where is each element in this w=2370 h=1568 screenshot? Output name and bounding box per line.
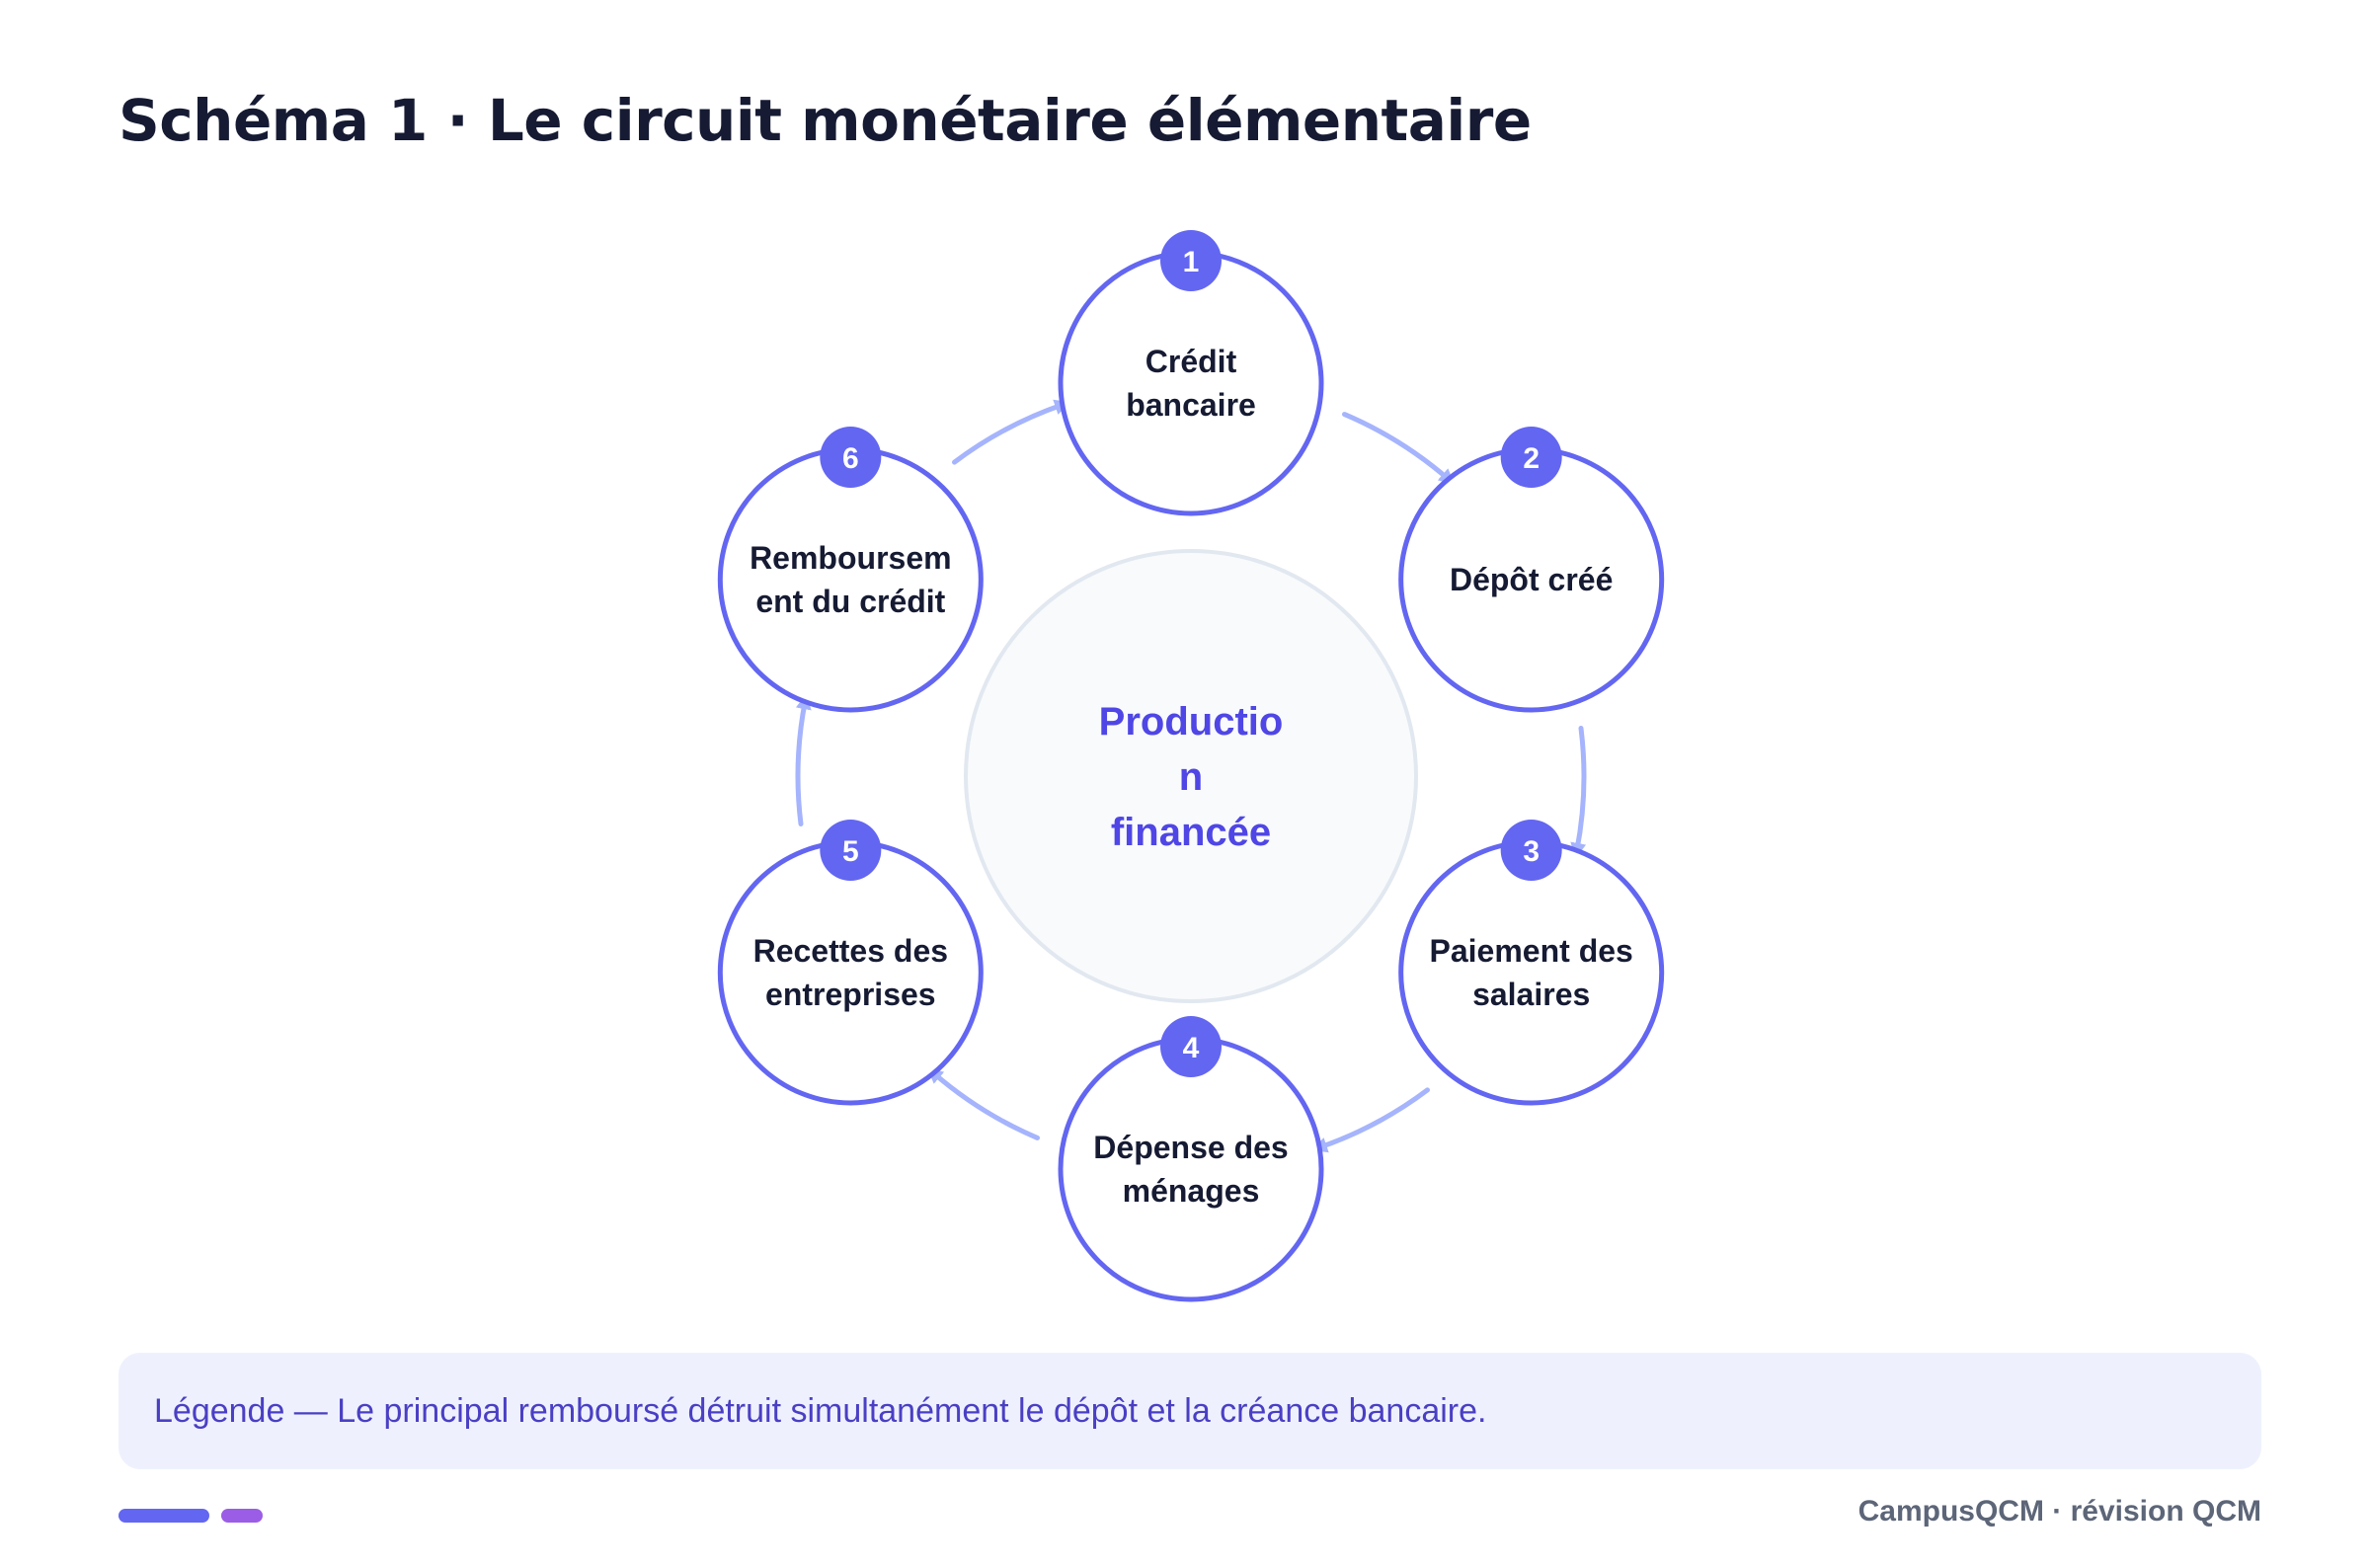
center-label: Productio n financée [1099, 700, 1284, 854]
cycle-arrow [795, 693, 812, 826]
step-label-line: ent du crédit [755, 584, 945, 619]
step-number: 6 [842, 442, 859, 475]
step-label: Crédit bancaire [1126, 344, 1256, 423]
step-circle [717, 839, 984, 1106]
step-number-badge [1160, 230, 1222, 291]
legend-box: Légende — Le principal remboursé détruit… [118, 1353, 2261, 1469]
center-label-line: n [1179, 755, 1203, 799]
step-number-badge [1500, 427, 1562, 488]
cycle-arrow [1570, 726, 1587, 859]
step-number: 4 [1183, 1032, 1200, 1064]
step-label: Remboursem ent du crédit [750, 540, 952, 619]
circuit-diagram: Productio n financée Crédit bancaire 1Dépôt … [717, 230, 1665, 1302]
center-circle [964, 549, 1418, 1003]
cycle-arrows [795, 399, 1587, 1153]
step-number-badge [820, 820, 882, 881]
step-number: 2 [1523, 442, 1540, 475]
step-node: Remboursem ent du crédit 6 [717, 427, 984, 713]
step-label-line: salaires [1472, 977, 1590, 1012]
step-number: 3 [1523, 835, 1540, 868]
step-node: Dépôt créé 2 [1398, 427, 1665, 713]
step-label-line: Recettes des [753, 933, 948, 969]
cycle-arrow [926, 1067, 1040, 1140]
step-label-line: Dépense des [1093, 1130, 1288, 1165]
step-label: Dépense des ménages [1093, 1130, 1288, 1209]
step-number-badge [820, 427, 882, 488]
cycle-arrow [1342, 412, 1456, 485]
step-label-line: Dépôt créé [1450, 562, 1613, 597]
step-label-line: Crédit [1146, 344, 1237, 379]
step-number-badge [1160, 1016, 1222, 1077]
decorative-pill-blue [118, 1509, 209, 1523]
step-label: Recettes des entreprises [753, 933, 948, 1012]
center-label-line: financée [1111, 811, 1271, 854]
step-label: Paiement des salaires [1430, 933, 1633, 1012]
center-label-line: Productio [1099, 700, 1284, 744]
step-label-line: entreprises [765, 977, 936, 1012]
step-circle [717, 446, 984, 713]
center-node: Productio n financée [964, 549, 1418, 1003]
step-label-line: Paiement des [1430, 933, 1633, 969]
step-number-badge [1500, 820, 1562, 881]
legend-text: Légende — Le principal remboursé détruit… [154, 1391, 1487, 1430]
step-label-line: bancaire [1126, 387, 1256, 423]
cycle-arrow [1311, 1087, 1430, 1153]
page-title: Schéma 1 · Le circuit monétaire élémenta… [118, 87, 1532, 154]
decorative-pill-purple [221, 1509, 263, 1523]
footer-brand: CampusQCM · révision QCM [1857, 1495, 2261, 1528]
step-circle [1058, 250, 1324, 516]
step-label-line: Remboursem [750, 540, 952, 576]
step-node: Crédit bancaire 1 [1058, 230, 1324, 516]
step-number: 1 [1183, 246, 1200, 278]
step-label-line: ménages [1123, 1173, 1260, 1209]
step-node: Paiement des salaires 3 [1398, 820, 1665, 1106]
step-node: Recettes des entreprises 5 [717, 820, 984, 1106]
step-node: Dépense des ménages 4 [1058, 1016, 1324, 1302]
step-number: 5 [842, 835, 859, 868]
step-label: Dépôt créé [1450, 562, 1613, 597]
cycle-arrow [952, 399, 1070, 465]
step-circle [1058, 1036, 1324, 1302]
step-circle [1398, 839, 1665, 1106]
